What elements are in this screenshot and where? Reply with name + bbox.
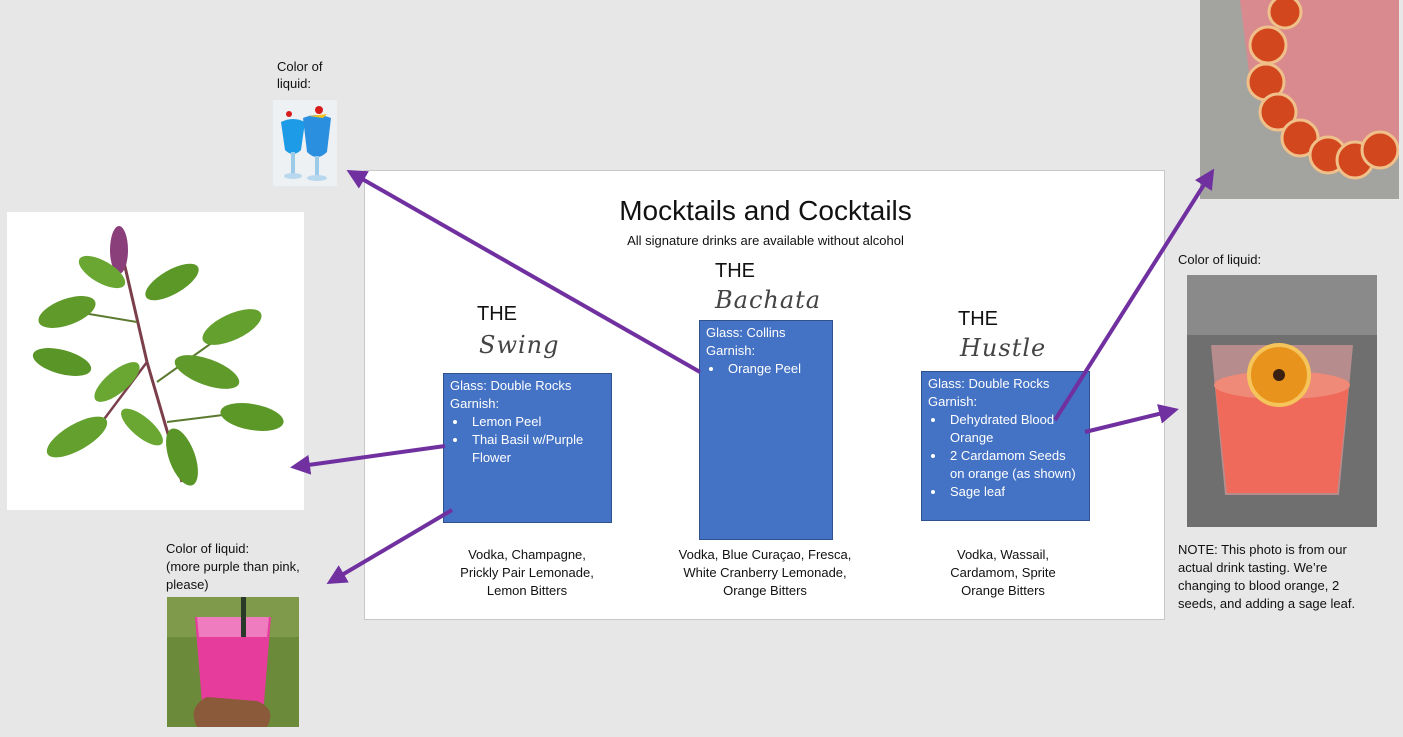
hustle-ingredients: Vodka, Wassail, Cardamom, Sprite Orange … bbox=[903, 546, 1103, 600]
swing-card: Glass: Double Rocks Garnish: Lemon Peel … bbox=[443, 373, 612, 523]
blue-drink-photo bbox=[273, 100, 337, 186]
pink-color-label-line: (more purple than pink, bbox=[166, 559, 300, 574]
slide-subtitle: All signature drinks are available witho… bbox=[627, 233, 904, 248]
tasting-note: NOTE: This photo is from our actual drin… bbox=[1178, 542, 1356, 611]
ingredient-line: Orange Bitters bbox=[723, 583, 807, 598]
ingredient-line: Vodka, Blue Curaçao, Fresca, bbox=[678, 547, 852, 562]
swing-garnish-label: Garnish: bbox=[450, 396, 500, 411]
bachata-garnish-list: Orange Peel bbox=[706, 360, 826, 378]
swing-garnish-list: Lemon Peel Thai Basil w/Purple Flower bbox=[450, 413, 605, 467]
bachata-prefix: THE bbox=[715, 260, 755, 282]
hustle-garnish-label: Garnish: bbox=[928, 394, 978, 409]
swing-prefix: THE bbox=[477, 303, 517, 325]
blue-color-label: Color of liquid: bbox=[277, 59, 323, 91]
pink-color-label: Color of liquid: (more purple than pink,… bbox=[166, 540, 346, 594]
hustle-garnish-list: Dehydrated Blood Orange 2 Cardamom Seeds… bbox=[928, 411, 1083, 501]
blood-orange-photo bbox=[1200, 0, 1399, 199]
list-item: Orange Peel bbox=[724, 360, 826, 378]
thai-basil-illustration bbox=[7, 212, 304, 510]
menu-slide: Mocktails and Cocktails All signature dr… bbox=[364, 170, 1165, 620]
hustle-glass: Glass: Double Rocks bbox=[928, 376, 1050, 391]
swing-glass: Glass: Double Rocks bbox=[450, 378, 572, 393]
list-item: Thai Basil w/Purple Flower bbox=[468, 431, 605, 467]
pink-drink-photo bbox=[167, 597, 299, 727]
list-item: Dehydrated Blood Orange bbox=[946, 411, 1083, 447]
swing-ingredients: Vodka, Champagne, Prickly Pair Lemonade,… bbox=[427, 546, 627, 600]
slide-title: Mocktails and Cocktails bbox=[619, 195, 912, 226]
orange-color-label: Color of liquid: bbox=[1178, 252, 1262, 267]
orange-drink-photo bbox=[1187, 275, 1377, 527]
list-item: 2 Cardamom Seeds on orange (as shown) bbox=[946, 447, 1083, 483]
ingredient-line: Cardamom, Sprite bbox=[950, 565, 1056, 580]
bachata-card: Glass: Collins Garnish: Orange Peel bbox=[699, 320, 833, 540]
swing-name: Swing bbox=[479, 331, 560, 359]
ingredient-line: Orange Bitters bbox=[961, 583, 1045, 598]
bachata-name: Bachata bbox=[715, 286, 822, 314]
bachata-garnish-label: Garnish: bbox=[706, 343, 756, 358]
bachata-glass: Glass: Collins bbox=[706, 325, 786, 340]
ingredient-line: Lemon Bitters bbox=[486, 583, 568, 598]
hustle-card: Glass: Double Rocks Garnish: Dehydrated … bbox=[921, 371, 1090, 521]
pink-color-label-line: please) bbox=[166, 577, 209, 592]
ingredient-line: Prickly Pair Lemonade, bbox=[460, 565, 594, 580]
hustle-prefix: THE bbox=[958, 308, 998, 330]
ingredient-line: Vodka, Wassail, bbox=[956, 547, 1049, 562]
ingredient-line: Vodka, Champagne, bbox=[468, 547, 586, 562]
list-item: Lemon Peel bbox=[468, 413, 605, 431]
bachata-ingredients: Vodka, Blue Curaçao, Fresca, White Cranb… bbox=[665, 546, 865, 600]
hustle-name: Hustle bbox=[960, 334, 1047, 362]
ingredient-line: White Cranberry Lemonade, bbox=[683, 565, 847, 580]
pink-color-label-line: Color of liquid: bbox=[166, 541, 250, 556]
list-item: Sage leaf bbox=[946, 483, 1083, 501]
